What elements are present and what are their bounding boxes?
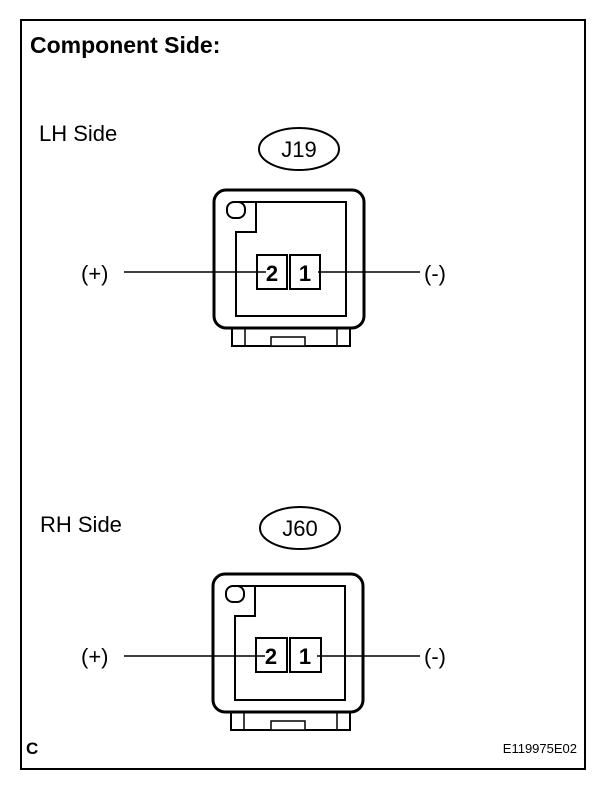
rh-connector-id: J60 <box>282 516 317 541</box>
rh-positive-label: (+) <box>81 644 109 669</box>
lh-side-label: LH Side <box>39 121 118 146</box>
lh-latch-slot <box>270 336 306 347</box>
rh-terminal-1-cell <box>289 637 322 673</box>
rh-key-notch <box>225 585 245 603</box>
corner-label: C <box>26 739 39 758</box>
rh-side-label: RH Side <box>40 512 122 537</box>
rh-terminal-1: 1 <box>299 644 311 669</box>
rh-negative-label: (-) <box>424 644 446 669</box>
lh-connector-id-ellipse <box>258 127 340 171</box>
lh-terminal-1: 1 <box>299 261 311 286</box>
lh-positive-label: (+) <box>81 261 109 286</box>
lh-key-notch <box>226 201 246 219</box>
rh-connector-id-ellipse <box>259 506 341 550</box>
rh-connector: J60 2 1 (+) (-) <box>81 506 446 731</box>
rh-latch-slot <box>270 720 306 731</box>
lh-terminal-1-cell <box>289 254 321 290</box>
lh-connector-id: J19 <box>281 137 316 162</box>
lh-terminal-2: 2 <box>266 261 278 286</box>
figure-code: E119975E02 <box>502 741 577 756</box>
diagram-title: Component Side: <box>30 32 221 58</box>
rh-terminal-2: 2 <box>265 644 277 669</box>
lh-connector: J19 2 1 (+) (-) <box>81 127 446 347</box>
lh-negative-label: (-) <box>424 261 446 286</box>
rh-terminal-2-cell <box>255 637 288 673</box>
